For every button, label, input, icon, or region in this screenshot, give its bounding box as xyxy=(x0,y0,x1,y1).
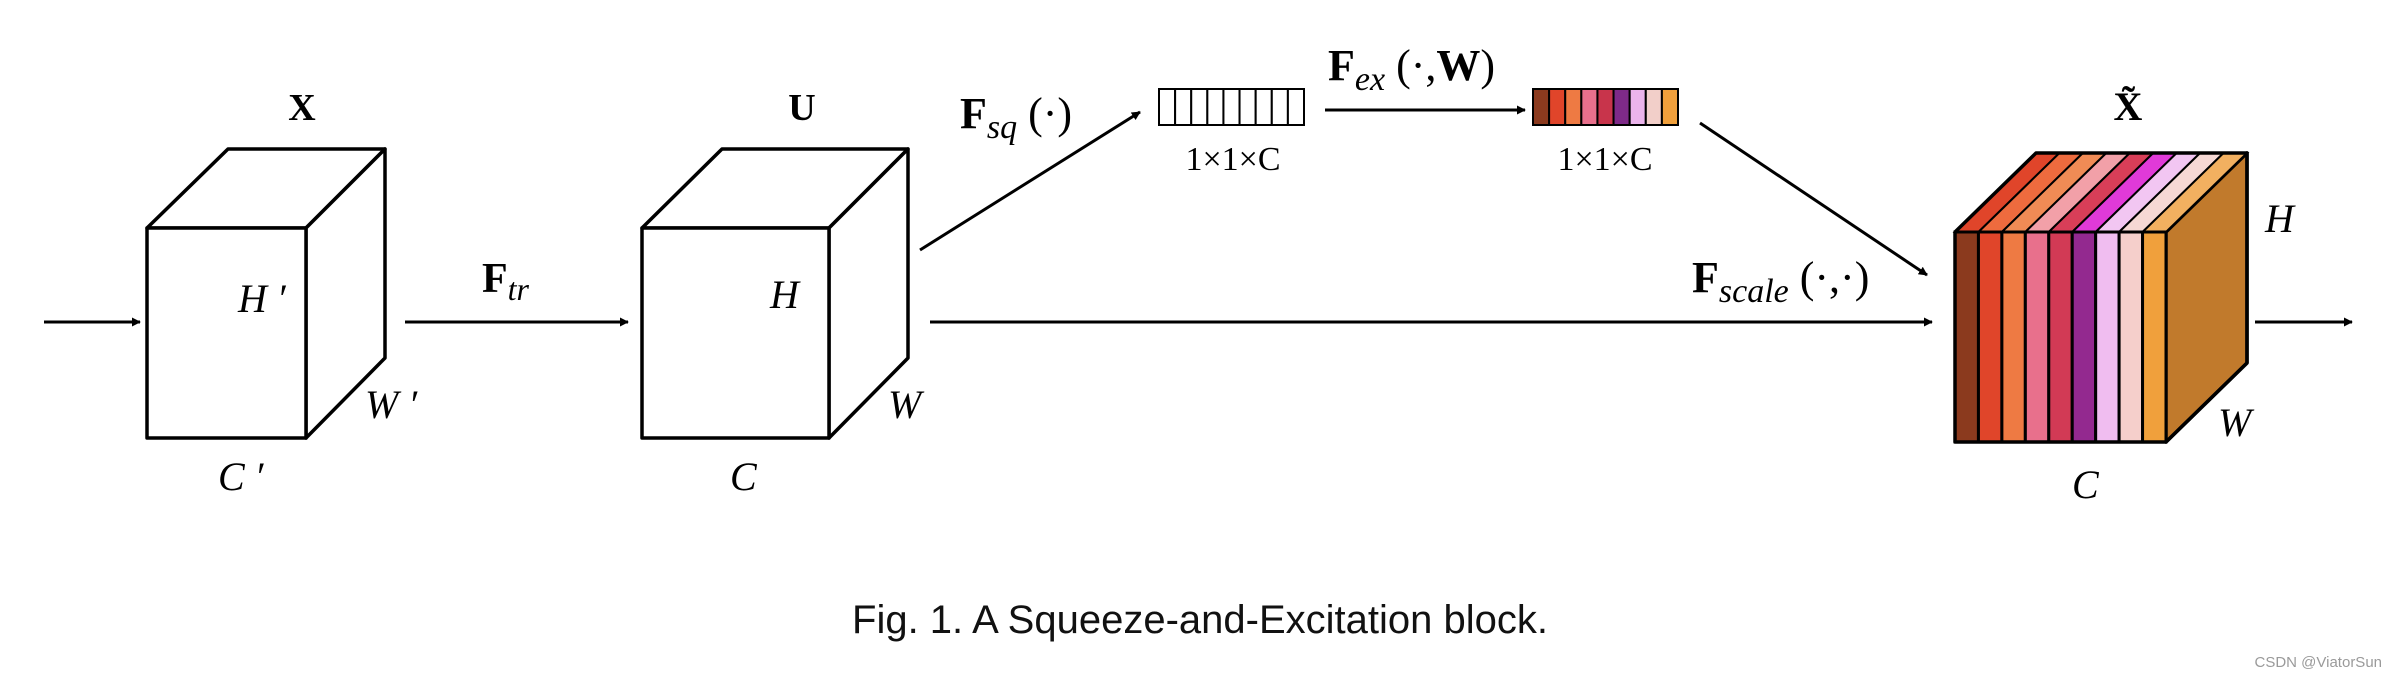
output-cube-channel-slice xyxy=(1953,230,1980,444)
excitation-vector-cell xyxy=(1548,88,1567,126)
output-cube-channel-slice xyxy=(2094,230,2121,444)
excitation-vector-cell xyxy=(1644,88,1663,126)
label-f-tr: Ftr xyxy=(482,256,530,307)
excitation-vector-cell xyxy=(1580,88,1599,126)
squeeze-vector-cell xyxy=(1222,88,1241,126)
label-x: X xyxy=(288,87,315,129)
squeeze-vector xyxy=(1158,88,1306,126)
scale-weights-arrow xyxy=(1699,121,1928,277)
excitation-vector-cell xyxy=(1596,88,1615,126)
label-vec-dim-excite: 1×1×C xyxy=(1557,141,1652,178)
output-cube-channel-slice xyxy=(2117,230,2145,444)
label-h-prime: H ′ xyxy=(237,276,287,321)
squeeze-vector-cell xyxy=(1270,88,1289,126)
excitation-vector-cell xyxy=(1612,88,1631,126)
squeeze-vector-cell xyxy=(1286,88,1306,126)
feature-map-u-cube xyxy=(640,147,910,440)
label-f-sq: Fsq (·) xyxy=(960,89,1072,146)
label-out-h: H xyxy=(2264,196,2296,241)
squeeze-vector-cell xyxy=(1206,88,1225,126)
output-cube-channel-slice xyxy=(2047,230,2074,444)
label-w-prime: W ′ xyxy=(365,382,418,427)
label-f-scale: Fscale (·,·) xyxy=(1692,253,1869,310)
figure-caption: Fig. 1. A Squeeze-and-Excitation block. xyxy=(852,598,1548,642)
squeeze-vector-cell xyxy=(1238,88,1257,126)
label-x-tilde: X̃ xyxy=(2114,84,2143,129)
excitation-vector-cell xyxy=(1628,88,1647,126)
output-tensor-x-tilde-cube xyxy=(1952,151,2250,444)
squeeze-vector-cell xyxy=(1190,88,1209,126)
squeeze-vector-cell xyxy=(1174,88,1193,126)
output-cube-channel-slice xyxy=(1976,230,2004,444)
squeeze-arrow xyxy=(919,110,1141,252)
watermark: CSDN @ViatorSun xyxy=(2254,654,2383,671)
label-c: C xyxy=(730,454,758,499)
label-h: H xyxy=(769,272,801,317)
output-cube-channel-slice xyxy=(2023,230,2051,444)
excitation-vector-cell xyxy=(1564,88,1583,126)
label-c-prime: C ′ xyxy=(218,454,265,499)
label-w: W xyxy=(888,382,925,427)
label-out-w: W xyxy=(2218,400,2255,445)
excitation-vector xyxy=(1532,88,1680,126)
squeeze-vector-cell xyxy=(1254,88,1273,126)
output-cube-outline xyxy=(1953,151,2249,444)
label-out-c: C xyxy=(2072,462,2100,507)
label-f-ex: Fex (·,W) xyxy=(1328,41,1495,98)
squeeze-vector-cell xyxy=(1158,88,1177,126)
label-vec-dim-squeeze: 1×1×C xyxy=(1185,141,1280,178)
output-cube-channel-slice xyxy=(2070,230,2098,444)
label-u: U xyxy=(788,87,815,129)
excitation-vector-cell xyxy=(1660,88,1680,126)
output-cube-channel-slice xyxy=(2000,230,2027,444)
excitation-vector-cell xyxy=(1532,88,1551,126)
input-tensor-x-cube xyxy=(145,147,387,440)
output-cube-channel-slice xyxy=(2141,230,2168,444)
